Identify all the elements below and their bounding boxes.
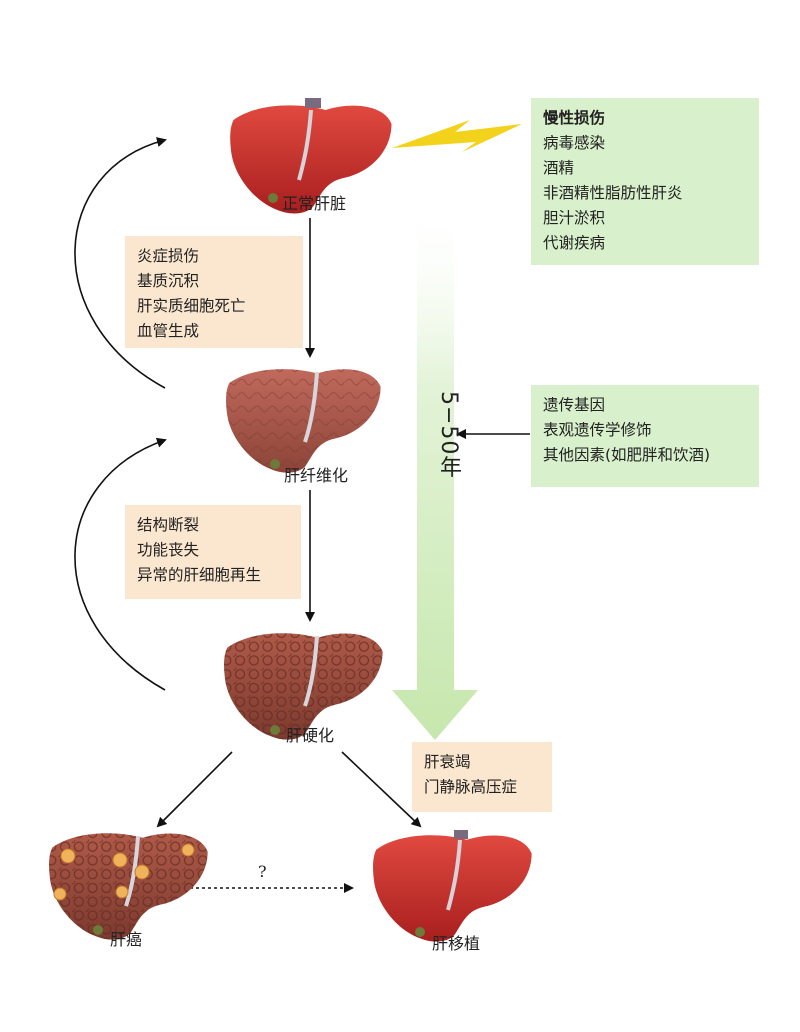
- box-line: 代谢疾病: [543, 234, 606, 252]
- box-line: 炎症损伤: [137, 247, 200, 265]
- complications-box: 肝衰竭 门静脉高压症: [412, 742, 552, 812]
- label-fibrosis: 肝纤维化: [284, 466, 349, 485]
- label-cirrhosis: 肝硬化: [286, 726, 335, 745]
- box-line: 肝实质细胞死亡: [137, 297, 246, 315]
- timeline-arrow: [392, 195, 478, 740]
- liver-icon: [226, 369, 381, 473]
- progression-arrow-cirrhosis-to-cancer: [156, 751, 233, 828]
- box-line: 异常的肝细胞再生: [137, 566, 262, 584]
- lightning-icon: [392, 120, 522, 152]
- box-line: 病毒感染: [543, 134, 606, 152]
- chronic-injury-title: 慢性损伤: [543, 109, 606, 127]
- box-line: 结构断裂: [137, 516, 200, 534]
- box-line: 门静脉高压症: [424, 778, 518, 796]
- box-line: 酒精: [543, 159, 575, 177]
- tumor-nodule-icon: [53, 843, 195, 901]
- progression-arrow-cirrhosis-to-transplant: [341, 751, 422, 828]
- regression-arrow-upper: [74, 137, 167, 389]
- label-normal-liver: 正常肝脏: [282, 194, 347, 213]
- liver-icon: [230, 98, 392, 214]
- box-line: 基质沉积: [137, 272, 200, 290]
- liver-icon: [49, 833, 208, 940]
- label-cancer: 肝癌: [110, 930, 143, 949]
- label-transplant: 肝移植: [432, 934, 481, 953]
- risk-factors-box: 遗传基因 表观遗传学修饰 其他因素(如肥胖和饮酒): [531, 385, 759, 487]
- timeline-label: 5−50年: [436, 391, 461, 479]
- structural-change-box: 结构断裂 功能丧失 异常的肝细胞再生: [125, 505, 301, 599]
- box-line: 胆汁淤积: [543, 209, 606, 227]
- regression-arrow-lower: [74, 437, 167, 691]
- box-line: 非酒精性脂肪性肝炎: [543, 184, 683, 202]
- liver-icon: [373, 830, 532, 942]
- box-line: 表观遗传学修饰: [543, 421, 652, 439]
- inflammation-box: 炎症损伤 基质沉积 肝实质细胞死亡 血管生成: [125, 236, 303, 348]
- liver-icon: [224, 633, 383, 740]
- uncertain-link-mark: ?: [258, 862, 267, 881]
- box-line: 其他因素(如肥胖和饮酒): [543, 446, 711, 464]
- box-line: 血管生成: [137, 322, 200, 340]
- box-line: 肝衰竭: [424, 753, 471, 771]
- box-line: 功能丧失: [137, 541, 200, 559]
- box-line: 遗传基因: [543, 396, 606, 414]
- chronic-injury-box: 慢性损伤 病毒感染 酒精 非酒精性脂肪性肝炎 胆汁淤积 代谢疾病: [531, 98, 759, 265]
